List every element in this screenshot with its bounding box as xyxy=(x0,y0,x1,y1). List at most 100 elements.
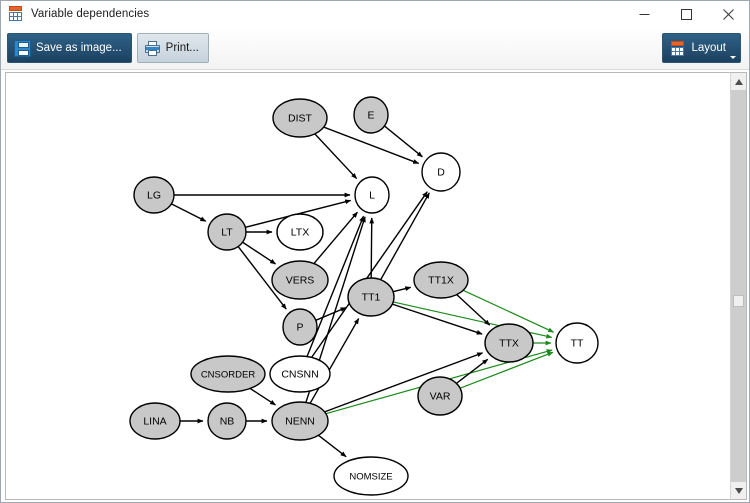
node-ellipse xyxy=(207,402,247,440)
graph-edge xyxy=(171,203,207,222)
node-ellipse xyxy=(129,402,181,440)
node-ellipse xyxy=(417,376,463,416)
graph-edge xyxy=(462,289,555,333)
window-controls xyxy=(623,1,749,27)
graph-node-cnsorder[interactable]: CNSORDER xyxy=(190,355,266,393)
node-ellipse xyxy=(271,401,329,441)
layout-label: Layout xyxy=(691,42,726,54)
window-title: Variable dependencies xyxy=(31,8,150,20)
node-ellipse xyxy=(555,322,599,364)
node-ellipse xyxy=(190,355,266,393)
graph-node-l[interactable]: L xyxy=(354,176,390,214)
graph-edge xyxy=(237,246,287,310)
graph-edge xyxy=(392,303,483,335)
node-label: E xyxy=(367,110,374,122)
save-as-image-label: Save as image... xyxy=(36,42,122,54)
graph-node-dist[interactable]: DIST xyxy=(272,98,328,138)
graph-edge xyxy=(392,286,412,293)
node-ellipse xyxy=(272,98,328,138)
dependency-graph[interactable]: DIST E D LG L LT LTX VERS TT1 TT1X P TTX TT CNSORDER C… xyxy=(6,73,730,500)
scrollbar-track[interactable] xyxy=(731,90,746,482)
chevron-down-icon xyxy=(730,56,736,59)
vertical-scrollbar[interactable] xyxy=(730,72,747,500)
floppy-disk-icon xyxy=(14,39,31,57)
graph-edge xyxy=(314,133,358,180)
graph-canvas[interactable]: DIST E D LG L LT LTX VERS TT1 TT1X P TTX TT CNSORDER C… xyxy=(5,72,730,500)
node-label: NOMSIZE xyxy=(349,472,392,483)
node-ellipse xyxy=(421,152,461,192)
graph-node-lg[interactable]: LG xyxy=(133,176,175,214)
node-label: CNSORDER xyxy=(201,370,256,381)
node-label: VAR xyxy=(430,391,451,403)
graph-node-p[interactable]: P xyxy=(282,308,318,346)
node-ellipse xyxy=(413,261,469,299)
graph-node-tt[interactable]: TT xyxy=(555,322,599,364)
node-ellipse xyxy=(276,213,324,251)
node-ellipse xyxy=(269,355,331,393)
graph-node-var[interactable]: VAR xyxy=(417,376,463,416)
graph-node-lina[interactable]: LINA xyxy=(129,402,181,440)
graph-edge xyxy=(324,352,484,413)
node-label: LINA xyxy=(143,416,166,428)
node-ellipse xyxy=(133,176,175,214)
layout-button[interactable]: Layout xyxy=(662,33,741,63)
graph-node-nomsize[interactable]: NOMSIZE xyxy=(333,456,409,496)
graph-edge xyxy=(249,387,276,406)
node-ellipse xyxy=(484,323,534,363)
graph-node-vers[interactable]: VERS xyxy=(271,260,329,300)
graph-node-nb[interactable]: NB xyxy=(207,402,247,440)
print-label: Print... xyxy=(165,42,199,54)
graph-node-tt1x[interactable]: TT1X xyxy=(413,261,469,299)
graph-edge xyxy=(380,192,430,281)
node-ellipse xyxy=(282,308,318,346)
graph-edge xyxy=(456,294,491,326)
node-ellipse xyxy=(271,260,329,300)
graph-edge xyxy=(384,125,423,158)
node-ellipse xyxy=(347,277,395,317)
print-button[interactable]: Print... xyxy=(136,33,209,63)
graph-node-d[interactable]: D xyxy=(421,152,461,192)
graph-node-e[interactable]: E xyxy=(353,96,389,134)
node-ellipse xyxy=(333,456,409,496)
node-label: NB xyxy=(220,416,235,428)
node-label: NENN xyxy=(285,416,315,428)
node-label: LG xyxy=(147,190,161,202)
printer-icon xyxy=(144,40,161,57)
node-label: P xyxy=(296,322,303,334)
chart-grid-icon xyxy=(669,40,686,57)
chart-grid-icon xyxy=(8,6,24,22)
graph-edge xyxy=(315,306,347,321)
node-label: TT1X xyxy=(428,275,454,287)
graph-edge xyxy=(242,241,277,265)
scroll-up-button[interactable] xyxy=(731,73,746,90)
graph-node-ttx[interactable]: TTX xyxy=(484,323,534,363)
graph-edge xyxy=(313,211,358,264)
graph-edge xyxy=(459,351,554,389)
node-label: TTX xyxy=(499,338,519,350)
graph-edge xyxy=(323,126,420,165)
minimize-button[interactable] xyxy=(623,1,665,27)
node-ellipse xyxy=(354,176,390,214)
graph-node-nenn[interactable]: NENN xyxy=(271,401,329,441)
graph-edge xyxy=(369,217,375,279)
graph-node-ltx[interactable]: LTX xyxy=(276,213,324,251)
graph-node-tt1[interactable]: TT1 xyxy=(347,277,395,317)
close-button[interactable] xyxy=(707,1,749,27)
node-label: D xyxy=(437,167,445,179)
node-label: L xyxy=(369,190,375,202)
maximize-button[interactable] xyxy=(665,1,707,27)
node-label: VERS xyxy=(286,275,315,287)
scrollbar-thumb[interactable] xyxy=(733,295,744,307)
save-as-image-button[interactable]: Save as image... xyxy=(7,33,132,63)
node-label: LT xyxy=(221,227,233,239)
scroll-down-button[interactable] xyxy=(731,482,746,499)
graph-node-cnsnn[interactable]: CNSNN xyxy=(269,355,331,393)
content-area: DIST E D LG L LT LTX VERS TT1 TT1X P TTX TT CNSORDER C… xyxy=(1,70,749,502)
title-bar: Variable dependencies xyxy=(1,1,749,27)
node-ellipse xyxy=(207,213,247,251)
node-label: DIST xyxy=(288,113,313,125)
graph-edge xyxy=(311,191,428,358)
node-label: TT1 xyxy=(362,292,381,304)
graph-node-lt[interactable]: LT xyxy=(207,213,247,251)
